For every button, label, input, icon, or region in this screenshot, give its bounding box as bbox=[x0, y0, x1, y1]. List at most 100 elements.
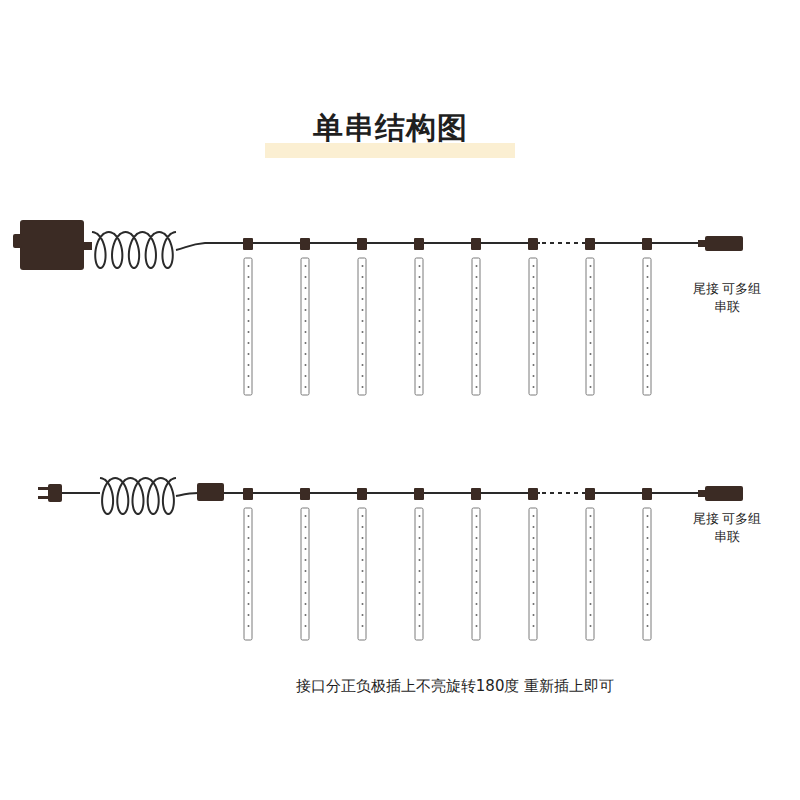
led-dot bbox=[248, 614, 250, 616]
led-dot bbox=[590, 614, 592, 616]
led-dot bbox=[590, 265, 592, 267]
controller-wire bbox=[176, 493, 198, 496]
led-dot bbox=[647, 592, 649, 594]
led-dot bbox=[362, 320, 364, 322]
led-tube bbox=[472, 258, 480, 395]
led-dot bbox=[590, 515, 592, 517]
led-dot bbox=[647, 581, 649, 583]
tube-clip bbox=[585, 488, 595, 500]
led-dot bbox=[476, 581, 478, 583]
led-dot bbox=[476, 592, 478, 594]
led-dot bbox=[647, 342, 649, 344]
led-dot bbox=[362, 309, 364, 311]
led-dot bbox=[647, 548, 649, 550]
led-dot bbox=[476, 537, 478, 539]
main-wire bbox=[176, 243, 708, 250]
led-dot bbox=[419, 276, 421, 278]
led-dot bbox=[476, 386, 478, 388]
led-tube bbox=[301, 258, 309, 395]
led-dot bbox=[305, 342, 307, 344]
led-dot bbox=[647, 353, 649, 355]
led-dot bbox=[248, 320, 250, 322]
led-dot bbox=[305, 386, 307, 388]
led-dot bbox=[362, 592, 364, 594]
plug-wire bbox=[62, 492, 100, 494]
led-dot bbox=[533, 342, 535, 344]
led-dot bbox=[419, 581, 421, 583]
led-dot bbox=[362, 570, 364, 572]
led-dot bbox=[362, 515, 364, 517]
led-dot bbox=[590, 287, 592, 289]
led-dot bbox=[305, 298, 307, 300]
led-dot bbox=[419, 331, 421, 333]
led-dot bbox=[305, 353, 307, 355]
led-dot bbox=[362, 603, 364, 605]
led-dot bbox=[362, 364, 364, 366]
led-dot bbox=[476, 276, 478, 278]
led-dot bbox=[248, 265, 250, 267]
led-dot bbox=[419, 375, 421, 377]
led-dot bbox=[647, 570, 649, 572]
led-dot bbox=[419, 603, 421, 605]
led-dot bbox=[590, 592, 592, 594]
led-dot bbox=[362, 526, 364, 528]
tail-connector bbox=[705, 236, 743, 251]
led-dot bbox=[476, 603, 478, 605]
plug-pin bbox=[38, 496, 49, 499]
led-tube bbox=[586, 258, 594, 395]
led-dot bbox=[419, 298, 421, 300]
led-dot bbox=[362, 375, 364, 377]
led-dot bbox=[248, 625, 250, 627]
tube-group bbox=[243, 238, 652, 640]
led-dot bbox=[647, 265, 649, 267]
led-dot bbox=[533, 559, 535, 561]
led-dot bbox=[248, 298, 250, 300]
led-dot bbox=[476, 559, 478, 561]
main-wire bbox=[224, 492, 708, 494]
led-dot bbox=[590, 342, 592, 344]
led-dot bbox=[476, 526, 478, 528]
led-dot bbox=[362, 581, 364, 583]
tail-note: 尾接 可多组串联 bbox=[692, 510, 762, 546]
led-dot bbox=[305, 559, 307, 561]
led-dot bbox=[533, 581, 535, 583]
led-dot bbox=[590, 537, 592, 539]
led-dot bbox=[305, 364, 307, 366]
led-dot bbox=[647, 364, 649, 366]
led-dot bbox=[419, 592, 421, 594]
led-dot bbox=[248, 386, 250, 388]
led-dot bbox=[248, 603, 250, 605]
led-dot bbox=[305, 570, 307, 572]
led-tube bbox=[529, 258, 537, 395]
led-dot bbox=[647, 625, 649, 627]
led-dot bbox=[533, 603, 535, 605]
led-dot bbox=[647, 375, 649, 377]
led-dot bbox=[305, 537, 307, 539]
tube-clip bbox=[243, 238, 253, 250]
led-dot bbox=[590, 298, 592, 300]
led-dot bbox=[647, 614, 649, 616]
led-dot bbox=[362, 625, 364, 627]
tube-clip bbox=[528, 238, 538, 250]
led-dot bbox=[590, 320, 592, 322]
led-dot bbox=[419, 570, 421, 572]
led-dot bbox=[248, 375, 250, 377]
led-dot bbox=[647, 526, 649, 528]
led-tube bbox=[643, 258, 651, 395]
led-tube bbox=[472, 508, 480, 640]
led-dot bbox=[362, 559, 364, 561]
led-dot bbox=[305, 581, 307, 583]
coiled-cord bbox=[92, 232, 176, 268]
led-dot bbox=[647, 537, 649, 539]
led-dot bbox=[305, 276, 307, 278]
plug-pin bbox=[38, 487, 49, 490]
led-dot bbox=[248, 526, 250, 528]
wire-gap bbox=[540, 490, 584, 496]
led-dot bbox=[476, 614, 478, 616]
led-dot bbox=[647, 298, 649, 300]
led-dot bbox=[476, 375, 478, 377]
led-dot bbox=[533, 548, 535, 550]
led-dot bbox=[248, 331, 250, 333]
led-dot bbox=[533, 287, 535, 289]
led-dot bbox=[248, 570, 250, 572]
